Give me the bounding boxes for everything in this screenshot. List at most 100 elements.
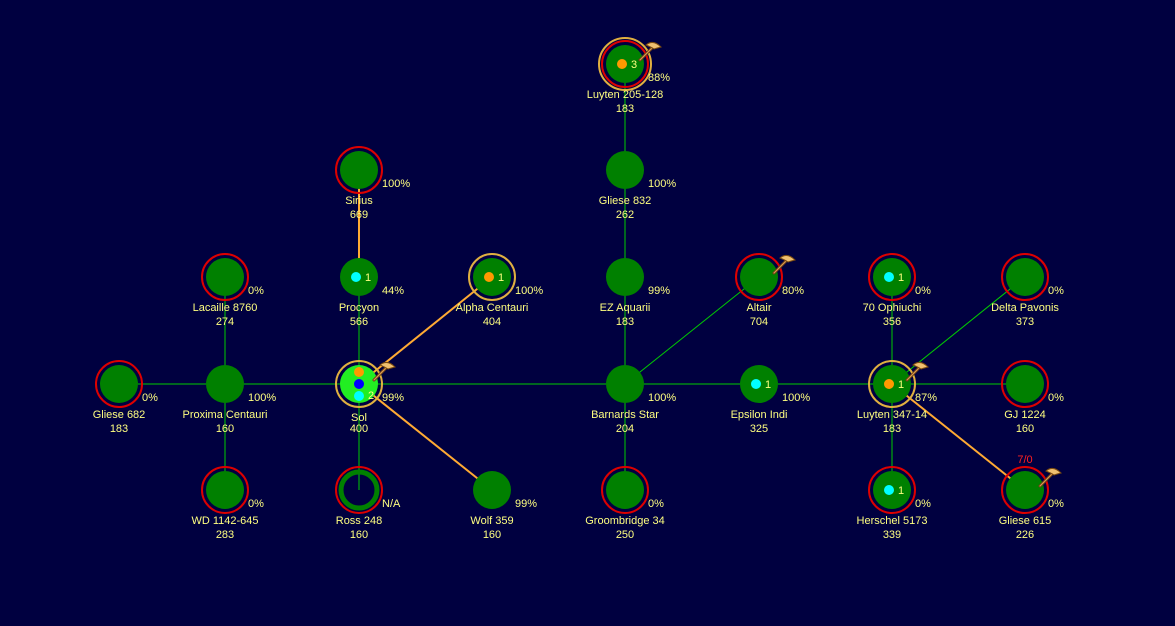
percent-label: 87% — [915, 392, 937, 404]
percent-label: 80% — [782, 285, 804, 297]
system-name: Groombridge 34 — [585, 515, 665, 527]
system-name: Gliese 682 — [93, 409, 146, 421]
system-name: Gliese 832 — [599, 195, 652, 207]
system-name: Procyon — [339, 302, 379, 314]
ship-marker-icon — [354, 367, 364, 377]
system-name: Sirius — [345, 195, 373, 207]
percent-label: 100% — [248, 392, 276, 404]
star-system-proxima[interactable]: 100% Proxima Centauri 160 — [183, 365, 277, 435]
system-value: 274 — [216, 316, 234, 328]
system-value: 160 — [1016, 423, 1034, 435]
system-name: Wolf 359 — [470, 515, 513, 527]
planet-icon — [206, 365, 244, 403]
percent-label: 0% — [1048, 392, 1064, 404]
star-system-gj1224[interactable]: 0%GJ 1224 160 — [1001, 360, 1064, 435]
system-name: Barnards Star — [591, 409, 659, 421]
ship-marker-icon — [751, 379, 761, 389]
fleet-icon[interactable] — [905, 361, 929, 382]
ship-count: 1 — [898, 272, 904, 284]
system-name: GJ 1224 — [1004, 409, 1046, 421]
percent-label: 0% — [1048, 285, 1064, 297]
planet-icon — [606, 258, 644, 296]
planet-icon — [606, 151, 644, 189]
system-value: 566 — [350, 316, 368, 328]
percent-label: 0% — [915, 285, 931, 297]
system-name: Gliese 615 — [999, 515, 1052, 527]
system-value: 183 — [883, 423, 901, 435]
planet-icon — [473, 471, 511, 509]
system-value: 183 — [110, 423, 128, 435]
planet-icon — [606, 365, 644, 403]
star-system-altair[interactable]: 80% Altair 704 — [735, 253, 804, 328]
hostile-ring — [601, 40, 649, 88]
ship-count: 2 — [368, 390, 374, 402]
ship-count: 1 — [498, 272, 504, 284]
star-system-gliese682[interactable]: 0% Gliese 682 183 — [93, 360, 158, 435]
system-name: EZ Aquarii — [600, 302, 651, 314]
ship-count: 1 — [898, 485, 904, 497]
system-name: Sol — [351, 412, 367, 424]
system-value: 160 — [216, 423, 234, 435]
system-name: Altair — [746, 302, 771, 314]
system-value: 160 — [483, 529, 501, 541]
system-value: 226 — [1016, 529, 1034, 541]
fleet-icon[interactable] — [772, 254, 796, 275]
percent-label: 100% — [782, 392, 810, 404]
system-name: Herschel 5173 — [857, 515, 928, 527]
ship-marker-icon — [617, 59, 627, 69]
percent-label: 100% — [648, 392, 676, 404]
percent-label: 99% — [648, 285, 670, 297]
ship-marker-icon — [884, 272, 894, 282]
system-name: Ross 248 — [336, 515, 382, 527]
planet-icon — [338, 469, 380, 511]
planet-icon — [606, 471, 644, 509]
ship-marker-icon — [354, 391, 364, 401]
system-value: 262 — [616, 209, 634, 221]
supply-lane — [358, 383, 493, 491]
hostile-ring — [868, 466, 916, 514]
system-value: 160 — [350, 529, 368, 541]
ship-count: 1 — [365, 272, 371, 284]
system-name: Proxima Centauri — [183, 409, 268, 421]
system-value: 704 — [750, 316, 768, 328]
hostile-ring — [335, 146, 383, 194]
fleet-icon[interactable] — [638, 41, 662, 62]
owned-ring — [468, 253, 516, 301]
ship-marker-icon — [884, 379, 894, 389]
percent-label: 99% — [515, 498, 537, 510]
system-value: 325 — [750, 423, 768, 435]
fleet-icon[interactable] — [1038, 467, 1062, 488]
percent-label: 0% — [142, 392, 158, 404]
ship-count: 1 — [765, 379, 771, 391]
hostile-ring — [201, 253, 249, 301]
ship-marker-icon — [484, 272, 494, 282]
system-value: 283 — [216, 529, 234, 541]
system-value: 183 — [616, 316, 634, 328]
percent-label: 0% — [648, 498, 664, 510]
planet-icon — [740, 258, 778, 296]
star-system-wolf359[interactable]: 99%Wolf 359 160 — [470, 471, 537, 541]
supply-lane — [891, 383, 1026, 491]
star-system-ezaquarii[interactable]: 99% EZ Aquarii 183 — [600, 258, 671, 328]
fleet-icon[interactable] — [372, 361, 396, 382]
hostile-ring — [735, 253, 783, 301]
ship-marker-icon — [354, 379, 364, 389]
